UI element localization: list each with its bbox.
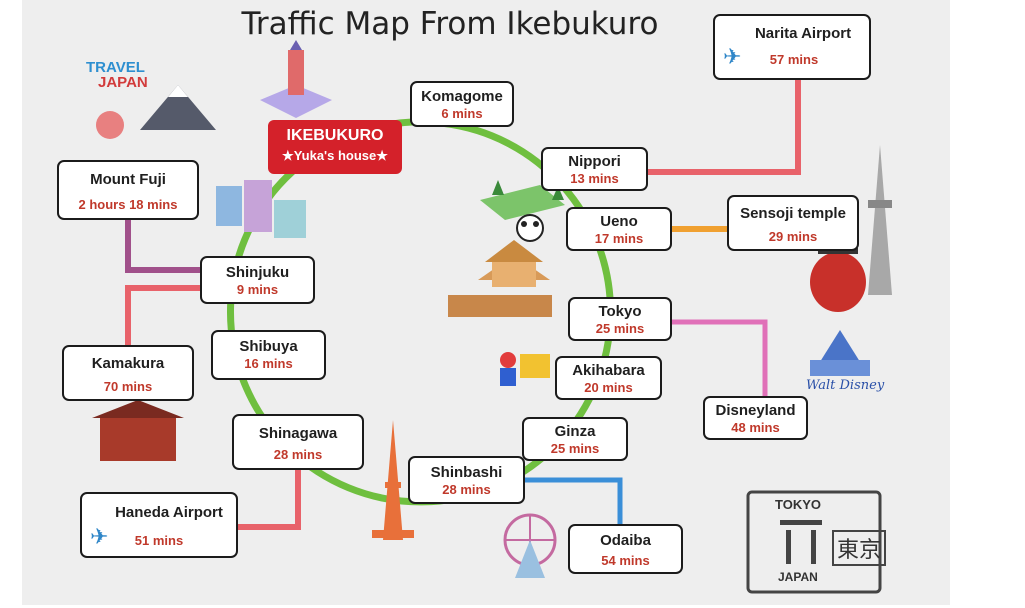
travel-japan-logo: TRAVEL JAPAN: [86, 59, 148, 91]
station-nippori: Nippori 13 mins: [541, 147, 648, 191]
mount-fuji-illustration: [96, 85, 216, 139]
tokyo-tower-illustration: [372, 420, 414, 540]
lantern-illustration: [810, 248, 866, 312]
destination-sensoji: Sensoji temple 29 mins: [727, 195, 859, 251]
airplane-icon: ✈: [723, 44, 742, 69]
destination-odaiba: Odaiba 54 mins: [568, 524, 683, 574]
pagoda-illustration: [448, 240, 552, 317]
line-kamakura: [125, 285, 202, 347]
station-ueno: Ueno 17 mins: [566, 207, 672, 251]
station-shinjuku: Shinjuku 9 mins: [200, 256, 315, 304]
stamp-bottom-text: JAPAN: [778, 570, 818, 584]
tokyo-stamp-illustration: [746, 490, 882, 594]
line-haneda: [235, 470, 301, 530]
station-komagome: Komagome 6 mins: [410, 81, 514, 127]
ueno-park-illustration: [480, 180, 565, 242]
destination-kamakura: Kamakura 70 mins: [62, 345, 194, 401]
line-odaiba: [520, 477, 623, 525]
line-fuji: [125, 218, 202, 273]
station-shinagawa: Shinagawa 28 mins: [232, 414, 364, 470]
stamp-kanji: 東京: [832, 530, 887, 566]
airplane-icon: ✈: [90, 524, 109, 549]
page-title: Traffic Map From Ikebukuro: [241, 6, 659, 42]
station-akihabara: Akihabara 20 mins: [555, 356, 662, 400]
ikebukuro-label: IKEBUKURO: [286, 127, 384, 144]
destination-haneda: ✈ Haneda Airport 51 mins: [80, 492, 238, 558]
ferris-wheel-illustration: [503, 513, 557, 578]
castle-illustration: [810, 330, 870, 376]
temple-illustration: [92, 400, 184, 461]
disney-logo: Walt Disney: [806, 378, 885, 393]
station-shibuya: Shibuya 16 mins: [211, 330, 326, 380]
ikebukuro-home-box: IKEBUKURO ★Yuka's house★: [268, 120, 402, 174]
station-shinbashi: Shinbashi 28 mins: [408, 456, 525, 504]
stamp-top-text: TOKYO: [775, 497, 821, 512]
mario-illustration: [500, 352, 550, 386]
destination-mount-fuji: Mount Fuji 2 hours 18 mins: [57, 160, 199, 220]
line-narita: [648, 80, 801, 175]
station-ginza: Ginza 25 mins: [522, 417, 628, 461]
station-tokyo: Tokyo 25 mins: [568, 297, 672, 341]
buildings-illustration: [216, 180, 306, 238]
yukas-house-label: ★Yuka's house★: [282, 148, 388, 163]
destination-disneyland: Disneyland 48 mins: [703, 396, 808, 440]
destination-narita: ✈ Narita Airport 57 mins: [713, 14, 871, 80]
skytree-illustration: [868, 145, 892, 295]
ikebukuro-tower-illustration: [260, 40, 332, 118]
line-disneyland: [672, 319, 768, 398]
